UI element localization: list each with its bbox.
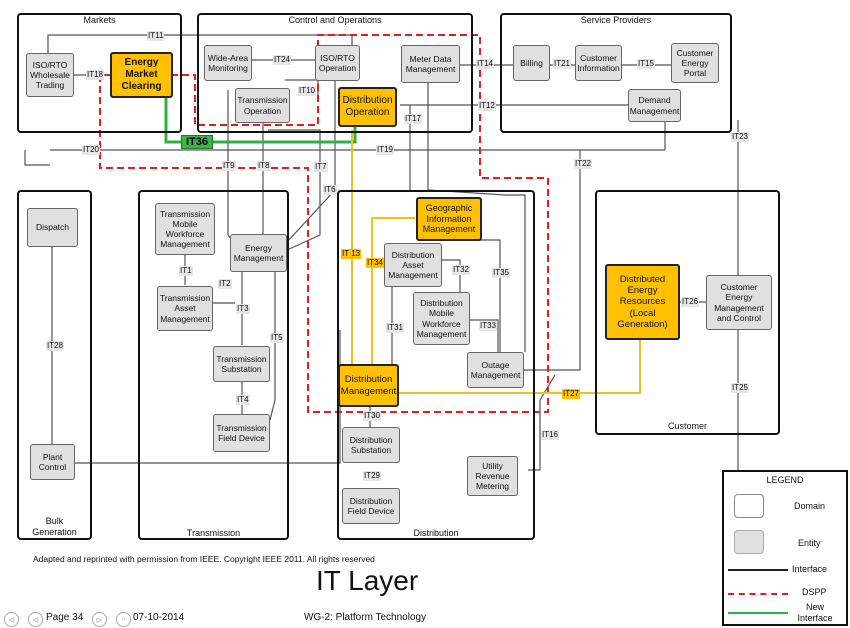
interface-it2: IT2 [218,279,232,289]
domain-markets [17,13,182,133]
working-group: WG-2: Platform Technology [304,612,427,623]
legend-dspp-label: DSPP [802,587,827,597]
node-customer-energy-portal: Customer Energy Portal [671,43,719,83]
interface-it13: IT 13 [341,249,362,259]
node-distribution-field-device: Distribution Field Device [342,488,400,524]
node-distribution-asset-management: Distribution Asset Management [384,243,442,287]
interface-it19: IT19 [376,145,395,155]
interface-it9: IT9 [222,161,236,171]
interface-it24: IT24 [273,55,292,65]
nav-first-icon[interactable]: ◁ [4,612,19,627]
node-dispatch: Dispatch [27,208,78,247]
interface-it7: IT7 [314,162,328,172]
interface-it33: IT33 [479,321,498,331]
interface-it12: IT12 [478,101,497,111]
interface-it18: IT18 [86,70,105,80]
node-energy-market-clearing: Energy Market Clearing [110,52,173,98]
legend-entity-label: Entity [798,538,821,548]
interface-it26: IT26 [681,297,700,307]
copyright-credit: Adapted and reprinted with permission fr… [33,554,375,564]
interface-it36: IT36 [181,135,214,149]
interface-it5: IT5 [270,333,284,343]
domain-service [500,13,732,133]
legend-new-interface-label: New Interface [797,602,833,623]
interface-it25: IT25 [731,383,750,393]
interface-it31: IT31 [386,323,405,333]
node-transmission-operation: Transmission Operation [235,88,290,123]
nav-next-icon[interactable]: ▷ [92,612,107,627]
domain-transmission-label: Transmission [186,528,241,538]
domain-customer [595,190,780,435]
node-distributed-energy-resources: Distributed Energy Resources (Local Gene… [605,264,680,340]
legend-entity-swatch [734,530,764,554]
interface-it4: IT4 [236,395,250,405]
interface-it34: IT34 [366,258,385,268]
interface-it22: IT22 [574,159,593,169]
legend-interface-label: Interface [792,564,828,574]
node-transmission-field-device: Transmission Field Device [213,414,270,452]
node-transmission-asset-management: Transmission Asset Management [157,286,213,331]
slide-date: 07-10-2014 [133,612,185,623]
domain-bulk [17,190,92,540]
interface-it30: IT30 [363,411,382,421]
domain-bulk-label: Bulk Generation [32,516,77,537]
legend-interface-line [728,569,788,571]
interface-it3: IT3 [236,304,250,314]
zoom-icon[interactable]: ○ [116,612,131,627]
interface-it23: IT23 [731,132,750,142]
interface-it35: IT35 [492,268,511,278]
slide-title: IT Layer [316,565,419,596]
domain-markets-label: Markets [83,15,116,25]
node-geographic-information-management: Geographic Information Management [416,197,482,241]
nav-prev-icon[interactable]: ◁ [28,612,43,627]
node-distribution-substation: Distribution Substation [342,427,400,463]
interface-it1: IT1 [179,266,193,276]
interface-it21: IT21 [553,59,572,69]
node-distribution-management: Distribution Management [338,364,399,407]
legend-domain-label: Domain [794,501,826,511]
legend-domain-swatch [734,494,764,518]
interface-it27: IT27 [562,389,581,399]
domain-control-label: Control and Operations [288,15,382,25]
page-number: Page 34 [46,612,84,623]
legend-title: LEGEND [766,475,804,485]
node-outage-management: Outage Management [467,352,524,388]
interface-it28: IT28 [46,341,65,351]
legend-new-interface-line [728,612,788,614]
interface-it11: IT11 [147,31,165,41]
node-customer-information: Customer Information [575,45,622,81]
node-iso-operation: ISO/RTO Operation [315,45,360,81]
interface-it10: IT10 [298,86,317,96]
node-transmission-substation: Transmission Substation [213,346,270,382]
node-utility-revenue-metering: Utility Revenue Metering [467,456,518,496]
node-meter-data-management: Meter Data Management [401,45,460,83]
interface-it8: IT8 [257,161,271,171]
domain-service-label: Service Providers [580,15,652,25]
node-transmission-mobile-workforce: Transmission Mobile Workforce Management [155,203,215,255]
node-customer-energy-management-control: Customer Energy Management and Control [706,275,772,330]
interface-it16: IT16 [541,430,560,440]
legend: LEGEND Domain Entity Interface DSPP New … [722,470,848,626]
interface-it17: IT17 [404,114,423,124]
legend-dspp-line [728,593,788,595]
interface-it20: IT20 [82,145,101,155]
node-distribution-operation: Distribution Operation [338,87,397,127]
domain-customer-label: Customer [667,421,707,431]
node-billing: Billing [513,45,550,81]
interface-it29: IT29 [363,471,382,481]
domain-distribution-label: Distribution [413,528,459,538]
interface-it14: IT14 [476,59,495,69]
node-distribution-mobile-workforce: Distribution Mobile Workforce Management [413,292,470,345]
interface-it15: IT15 [637,59,656,69]
node-demand-management: Demand Management [628,89,681,122]
interface-it6: IT6 [323,185,337,195]
node-energy-management: Energy Management [230,234,287,272]
interface-it32: IT32 [452,265,471,275]
node-iso-wholesale: ISO/RTO Wholesale Trading [26,53,74,97]
domain-transmission [138,190,289,540]
node-wide-area-monitoring: Wide-Area Monitoring [204,45,252,81]
node-plant-control: Plant Control [30,444,75,480]
domain-control [197,13,473,133]
